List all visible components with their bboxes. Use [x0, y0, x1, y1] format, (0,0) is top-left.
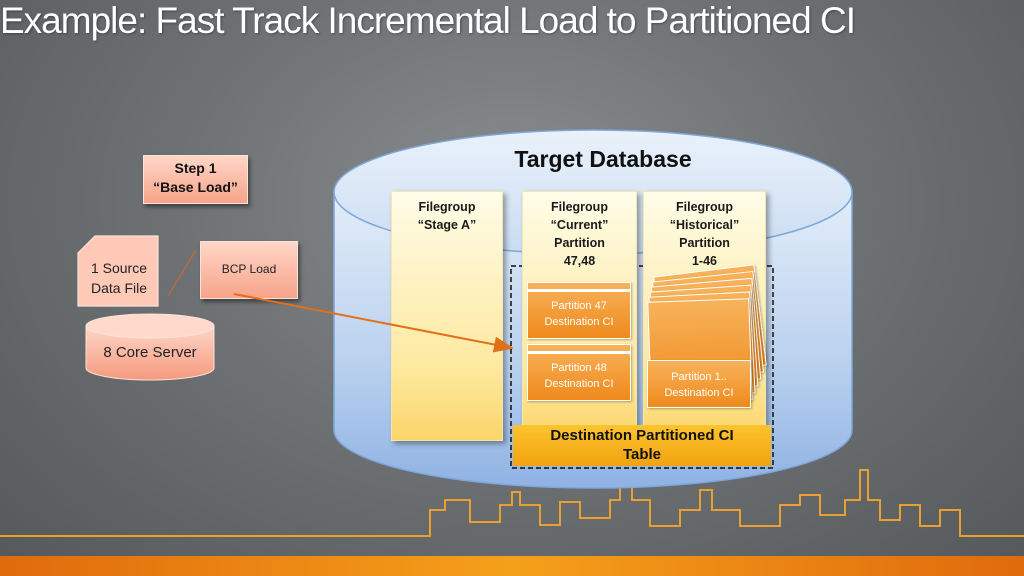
step-number: Step 1: [174, 160, 217, 176]
filegroup-stage-a: Filegroup “Stage A”: [391, 191, 503, 441]
partition-48: Partition 48 Destination CI: [527, 344, 631, 401]
partition-47-label: Partition 47 Destination CI: [544, 300, 614, 328]
bottom-accent-bar: [0, 556, 1024, 576]
partition-47: Partition 47 Destination CI: [527, 282, 631, 339]
partition-historical-label: Partition 1.. Destination CI: [664, 371, 734, 399]
bcp-load-box: BCP Load: [200, 241, 298, 299]
bcp-load-arrow: [233, 293, 514, 353]
slide-title: Example: Fast Track Incremental Load to …: [0, 0, 856, 41]
server-label: 8 Core Server: [103, 344, 197, 361]
destination-table-bar: Destination Partitioned CI Table: [513, 425, 771, 466]
connector-line: [167, 249, 197, 297]
partition-48-label: Partition 48 Destination CI: [544, 362, 614, 390]
filegroup-stage-a-label: Filegroup “Stage A”: [417, 200, 477, 232]
source-file-label: 1 Source Data File: [90, 260, 148, 296]
server-cylinder: [85, 313, 215, 381]
step-name: “Base Load”: [153, 179, 238, 195]
destination-table-border: [510, 265, 774, 469]
database-title: Target Database: [514, 146, 692, 172]
skyline-decoration: [0, 469, 1024, 537]
partition-historical: Partition 1.. Destination CI: [647, 360, 751, 408]
step-box: Step 1 “Base Load”: [143, 155, 248, 204]
bcp-load-label: BCP Load: [221, 262, 277, 276]
partition-48-stripe: [528, 351, 630, 354]
source-file-shape: [77, 235, 159, 307]
destination-table-label: Destination Partitioned CI Table: [550, 427, 734, 463]
partition-47-stripe: [528, 289, 630, 292]
filegroup-historical-label: Filegroup “Historical” Partition 1-46: [669, 200, 740, 268]
filegroup-current-label: Filegroup “Current” Partition 47,48: [550, 200, 609, 268]
